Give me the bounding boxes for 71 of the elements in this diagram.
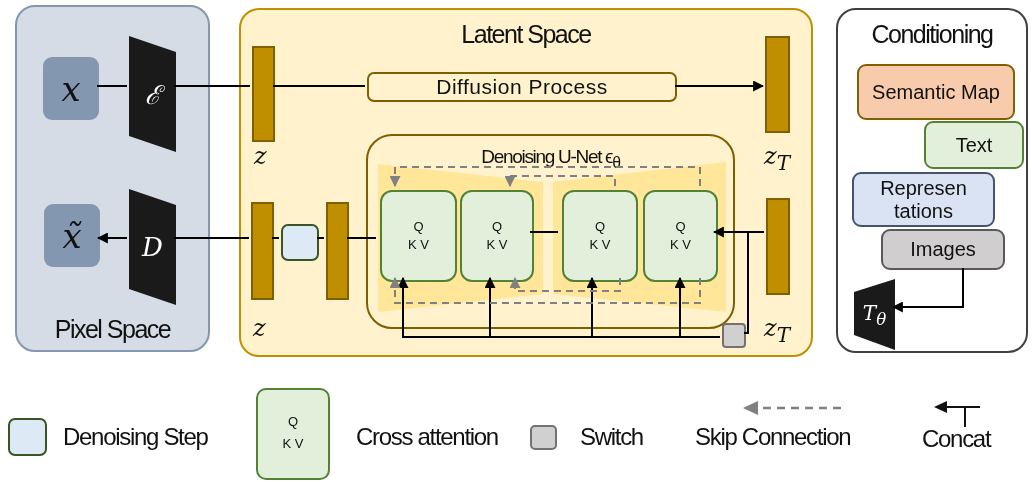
skip-connection-arrow — [509, 276, 621, 292]
skip-connection-arrow — [389, 166, 701, 188]
latent-bar — [252, 46, 275, 142]
legend-label: Concat — [922, 427, 991, 451]
condition-label: Represen tations — [879, 176, 968, 223]
cross-attention-block — [643, 190, 718, 282]
connector-line — [346, 237, 377, 239]
variable-symbol: x̃ — [62, 218, 82, 253]
condition-label: Text — [955, 133, 993, 157]
network-symbol: T$_{θ}$ — [862, 300, 887, 329]
variable-label: z$_{T}$ — [764, 314, 790, 347]
switch-box — [722, 323, 746, 348]
panel-title: Pixel Space — [53, 315, 172, 344]
arrow — [96, 232, 128, 244]
cross-attention-block — [460, 190, 534, 282]
connector-line — [316, 237, 325, 239]
network-trapezoid — [854, 279, 895, 350]
panel-title: Conditioning — [870, 20, 994, 49]
panel — [836, 8, 1028, 353]
attention-label: K V — [408, 237, 429, 253]
connector-line — [743, 231, 765, 334]
condition-label: Images — [910, 238, 976, 261]
network-symbol: D — [142, 232, 163, 262]
attention-label: Q — [287, 414, 299, 429]
cross-attention-block — [380, 190, 457, 282]
attention-label: K V — [282, 436, 304, 451]
attention-label: K V — [589, 237, 611, 253]
variable-label: z — [253, 314, 266, 342]
panel — [15, 5, 210, 352]
legend-label: Skip Connection — [695, 425, 851, 449]
attention-label: Q — [675, 219, 686, 235]
connector-line — [272, 85, 366, 87]
condition-card — [924, 121, 1024, 169]
variable-symbol: x — [61, 71, 81, 106]
legend-label: Denoising Step — [63, 425, 208, 449]
connector-line — [96, 85, 128, 87]
attention-label: K V — [486, 237, 508, 253]
connector-line — [173, 237, 250, 239]
latent-bar — [326, 202, 349, 300]
panel — [239, 8, 813, 357]
arrow — [674, 80, 765, 92]
skip-connection-arrow — [389, 276, 701, 304]
attention-label: Q — [594, 219, 606, 235]
attention-label: Q — [491, 219, 503, 235]
panel-title: Latent Space — [460, 20, 592, 49]
condition-card — [881, 229, 1005, 270]
condition-card — [857, 64, 1015, 120]
variable-box — [43, 57, 99, 120]
latent-bar — [765, 36, 790, 133]
process-label: Diffusion Process — [436, 75, 608, 99]
latent-bar — [251, 202, 274, 300]
latent-bar — [766, 198, 790, 295]
arrow — [891, 267, 964, 313]
skip-connection-arrow — [504, 175, 616, 188]
legend-label: Cross attention — [356, 425, 498, 449]
process-box — [367, 72, 677, 102]
network-trapezoid — [129, 189, 176, 305]
connector-line — [529, 231, 559, 233]
attention-label: Q — [413, 219, 424, 235]
network-trapezoid — [129, 36, 176, 152]
connector-line — [173, 85, 251, 87]
cross-attention-block — [562, 190, 638, 282]
variable-box — [44, 204, 100, 267]
condition-label: Semantic Map — [872, 80, 1000, 104]
connector-line — [271, 237, 280, 239]
variable-label: z — [254, 142, 267, 170]
condition-card — [852, 172, 995, 227]
variable-label: z$_{T}$ — [764, 142, 790, 175]
legend-label: Switch — [580, 425, 643, 449]
attention-label: K V — [670, 237, 691, 253]
denoising-step-box — [281, 224, 319, 261]
